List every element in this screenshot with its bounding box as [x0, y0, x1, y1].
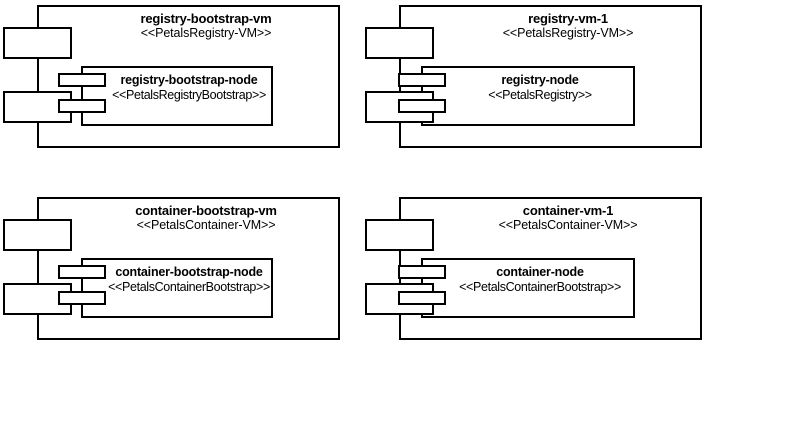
nested-component-label: container-node <<PetalsContainerBootstra…	[446, 265, 634, 295]
nested-component-name: registry-node	[501, 73, 579, 87]
component-tab-upper-icon	[365, 219, 434, 251]
component-label: container-vm-1 <<PetalsContainer-VM>>	[434, 203, 702, 233]
component-stereotype: <<PetalsContainer-VM>>	[136, 218, 276, 233]
component-label: container-bootstrap-vm <<PetalsContainer…	[72, 203, 340, 233]
nested-component-body[interactable]	[81, 66, 273, 126]
nested-component-tab-upper-icon	[58, 265, 106, 279]
nested-component-body[interactable]	[81, 258, 273, 318]
component-label: registry-bootstrap-vm <<PetalsRegistry-V…	[72, 11, 340, 41]
nested-component-body[interactable]	[421, 258, 635, 318]
nested-component-label: registry-bootstrap-node <<PetalsRegistry…	[106, 73, 272, 103]
component-label: registry-vm-1 <<PetalsRegistry-VM>>	[434, 11, 702, 41]
nested-component-stereotype: <<PetalsRegistry>>	[488, 87, 592, 102]
nested-component-tab-lower-icon	[398, 99, 446, 113]
nested-component-stereotype: <<PetalsContainerBootstrap>>	[459, 279, 621, 294]
component-tab-upper-icon	[3, 27, 72, 59]
component-name: container-vm-1	[522, 203, 614, 218]
nested-component-stereotype: <<PetalsRegistryBootstrap>>	[112, 87, 266, 102]
component-stereotype: <<PetalsRegistry-VM>>	[140, 26, 272, 41]
component-name: container-bootstrap-vm	[135, 203, 277, 218]
nested-component-stereotype: <<PetalsContainerBootstrap>>	[108, 279, 270, 294]
component-tab-upper-icon	[365, 27, 434, 59]
nested-component-tab-upper-icon	[398, 265, 446, 279]
nested-component-tab-lower-icon	[58, 99, 106, 113]
nested-component-label: registry-node <<PetalsRegistry>>	[446, 73, 634, 103]
component-name: registry-vm-1	[528, 11, 608, 26]
nested-component-tab-upper-icon	[398, 73, 446, 87]
nested-component-tab-upper-icon	[58, 73, 106, 87]
nested-component-tab-lower-icon	[398, 291, 446, 305]
nested-component-name: container-bootstrap-node	[115, 265, 263, 279]
nested-component-label: container-bootstrap-node <<PetalsContain…	[106, 265, 272, 295]
component-stereotype: <<PetalsContainer-VM>>	[498, 218, 638, 233]
nested-component-tab-lower-icon	[58, 291, 106, 305]
nested-component-name: container-node	[496, 265, 584, 279]
component-stereotype: <<PetalsRegistry-VM>>	[502, 26, 634, 41]
component-name: registry-bootstrap-vm	[140, 11, 272, 26]
nested-component-name: registry-bootstrap-node	[120, 73, 258, 87]
component-tab-upper-icon	[3, 219, 72, 251]
